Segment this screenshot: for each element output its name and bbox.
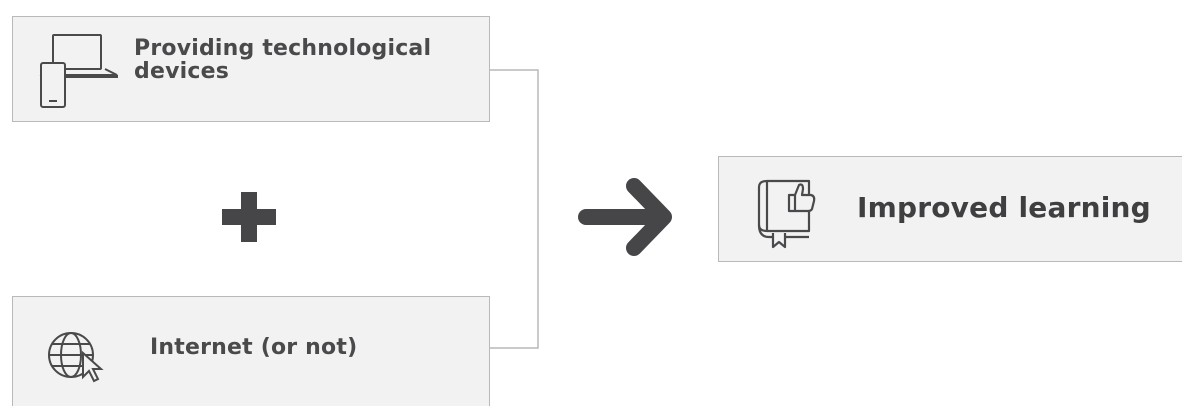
internet-label: Internet (or not) — [150, 335, 358, 360]
devices-box: Providing technological devices — [12, 16, 490, 122]
result-box: Improved learning — [718, 156, 1182, 262]
globe-cursor-icon — [45, 329, 117, 387]
internet-box: Internet (or not) — [12, 296, 490, 406]
plus-icon — [222, 192, 276, 242]
book-thumbs-up-icon — [755, 175, 831, 253]
devices-label: Providing technological devices — [134, 36, 432, 84]
arrow-right-icon — [578, 178, 672, 256]
connector-bracket — [490, 69, 539, 349]
result-label: Improved learning — [857, 191, 1151, 224]
laptop-phone-icon — [39, 31, 121, 113]
